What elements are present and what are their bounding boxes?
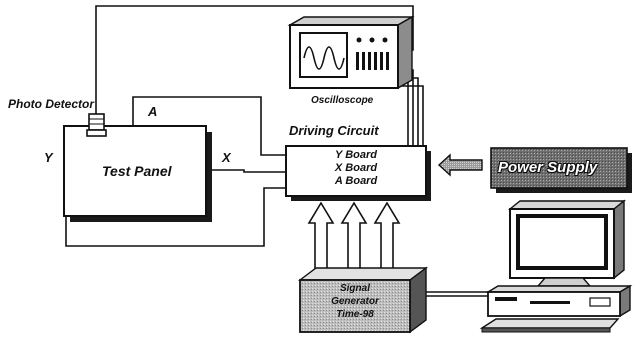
test-panel-label: Test Panel	[102, 164, 172, 178]
board-a-label: A Board	[286, 176, 426, 187]
signal-x-label: X	[222, 151, 231, 164]
driving-circuit-label: Driving Circuit	[289, 124, 379, 137]
monitor-screen-icon	[518, 216, 606, 268]
signal-generator-text: Signal Generator Time-98	[300, 284, 410, 320]
signal-generator-line-2: Generator	[300, 297, 410, 307]
signal-generator-line-3: Time-98	[300, 310, 410, 320]
computer-icon	[482, 201, 630, 332]
oscilloscope-label: Oscilloscope	[311, 96, 373, 106]
oscilloscope	[290, 17, 412, 88]
power-supply-label: Power Supply	[498, 160, 597, 175]
arrow-up-icon	[309, 203, 333, 270]
power-arrow-icon	[439, 155, 482, 175]
signal-generator-line-1: Signal	[300, 284, 410, 294]
board-list: Y Board X Board A Board	[286, 150, 426, 187]
arrow-up-icon	[342, 203, 366, 270]
signal-a-label: A	[148, 105, 157, 118]
oscilloscope-screen-icon	[300, 33, 347, 77]
photo-detector	[87, 114, 106, 136]
wire-x-signal	[210, 170, 286, 172]
board-x-label: X Board	[286, 163, 426, 174]
board-y-label: Y Board	[286, 150, 426, 161]
arrow-up-icon	[375, 203, 399, 270]
photo-detector-label: Photo Detector	[8, 98, 94, 110]
signal-arrows	[309, 203, 399, 270]
signal-y-label: Y	[44, 151, 53, 164]
